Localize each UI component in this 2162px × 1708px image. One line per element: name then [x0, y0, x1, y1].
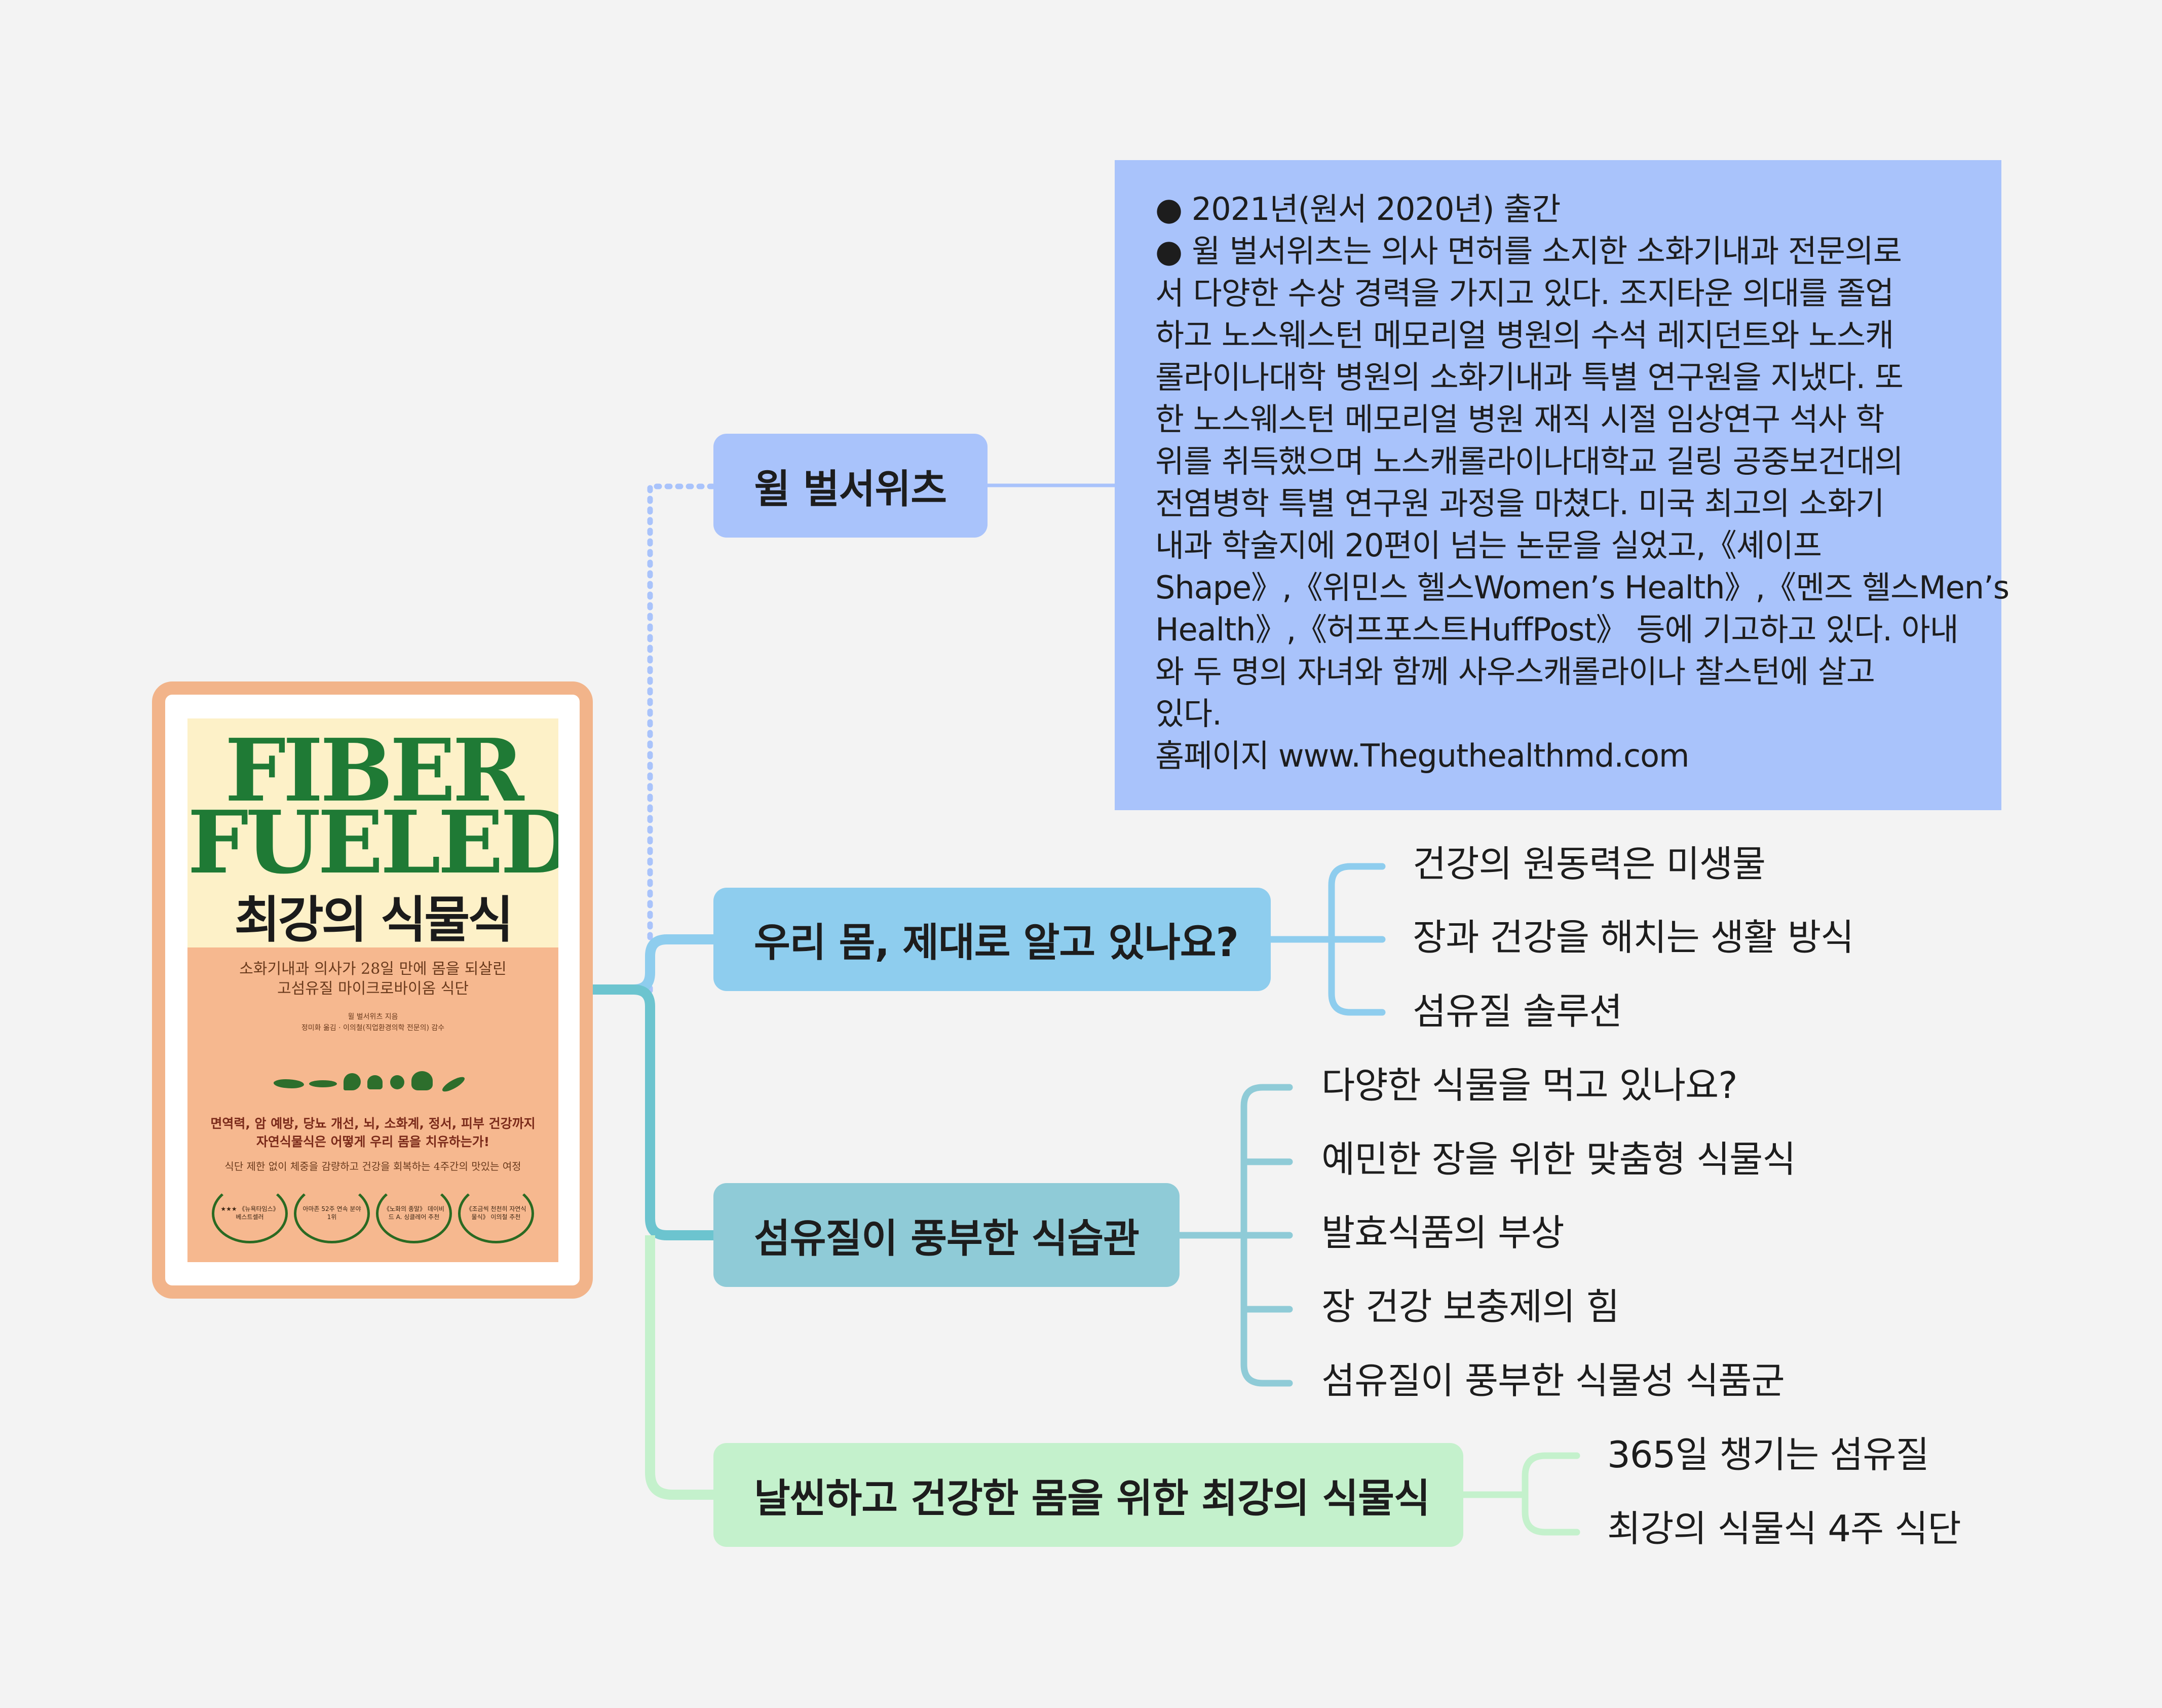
pea-icon: [390, 1075, 404, 1089]
info-line: 홈페이지 www.Theguthealthmd.com: [1155, 737, 1689, 774]
avocado-icon: [344, 1073, 361, 1090]
cucumber-icon: [440, 1074, 467, 1094]
info-line: 위를 취득했으며 노스캐롤라이나대학교 길링 공중보건대의: [1155, 443, 1904, 480]
diet-connector: [645, 1235, 713, 1500]
subtopic-item[interactable]: 섬유질이 풍부한 식물성 식품군: [1321, 1359, 1785, 1402]
trunk-connector: [593, 934, 713, 995]
subtopic-item[interactable]: 건강의 원동력은 미생물: [1413, 843, 1766, 885]
topic-fiber[interactable]: 섬유질이 풍부한 식습관: [713, 1183, 1180, 1287]
cover-author-line: 윌 벌서위츠 지음: [348, 1013, 398, 1021]
cover-tagline: 식단 제한 없이 체중을 감량하고 건강을 회복하는 4주간의 맛있는 여정: [224, 1160, 521, 1172]
fiber-connector: [593, 984, 713, 1240]
laurel-badge: 아마존 52주 연속 분야 1위: [294, 1184, 370, 1243]
info-line: Shape》,《위민스 헬스Women’s Health》,《멘즈 헬스Men’…: [1155, 569, 2009, 606]
subtopic-item[interactable]: 섬유질 솔루션: [1413, 990, 1622, 1033]
topic-author[interactable]: 윌 벌서위츠: [713, 434, 988, 538]
laurel-badge: ★★★ 《뉴욕타임스》 베스트셀러: [212, 1184, 288, 1243]
subtopic-item[interactable]: 장과 건강을 해치는 생활 방식: [1413, 916, 1854, 959]
fiber-children-connector: [1176, 1084, 1293, 1387]
bean-icon: [309, 1080, 337, 1087]
subtopic-item[interactable]: 발효식품의 부상: [1321, 1211, 1565, 1254]
book-cover-image: FIBER FUELED 최강의 식물식 소화기내과 의사가 28일 만에 몸을…: [187, 718, 558, 1262]
info-line: 한 노스웨스턴 메모리얼 병원 재직 시절 임상연구 석사 학: [1155, 401, 1885, 438]
subtopic-item[interactable]: 장 건강 보충제의 힘: [1321, 1285, 1620, 1328]
vegetable-icons: [274, 1068, 476, 1098]
broccoli-icon: [411, 1071, 433, 1090]
laurel-badge: 《조금씩 천천히 자연식물식》 이의철 추천: [458, 1184, 534, 1243]
info-line: ● 윌 벌서위츠는 의사 면허를 소지한 소화기내과 전문의로: [1155, 233, 1902, 270]
subtopic-item[interactable]: 365일 챙기는 섬유질: [1607, 1433, 1929, 1476]
pepper-icon: [274, 1079, 304, 1088]
info-line: ● 2021년(원서 2020년) 출간: [1155, 191, 1561, 227]
cover-author: 윌 벌서위츠 지음 정미화 옮김 · 이의철(직업환경의학 전문의) 감수: [187, 1011, 558, 1034]
subtopic-item[interactable]: 다양한 식물을 먹고 있나요?: [1321, 1064, 1738, 1107]
cover-title-line-2: FUELED: [187, 792, 558, 893]
topic-body[interactable]: 우리 몸, 제대로 알고 있나요?: [713, 888, 1271, 991]
laurel-badge: 《노화의 종말》 데이비드 A. 싱클레어 추천: [376, 1184, 452, 1243]
author-dotted-connector: [647, 483, 716, 994]
info-line: 있다.: [1155, 695, 1222, 732]
cover-subtitle-line: 소화기내과 의사가 28일 만에 몸을 되살린: [239, 960, 507, 978]
cover-subtitle: 소화기내과 의사가 28일 만에 몸을 되살린 고섬유질 마이크로바이옴 식단: [208, 959, 538, 999]
body-children-connector: [1267, 863, 1386, 1016]
info-line: 와 두 명의 자녀와 함께 사우스캐롤라이나 찰스턴에 살고: [1155, 653, 1875, 690]
info-line: 하고 노스웨스턴 메모리얼 병원의 수석 레지던트와 노스캐: [1155, 317, 1894, 354]
diet-children-connector: [1460, 1452, 1580, 1536]
cover-subtitle-line: 고섬유질 마이크로바이옴 식단: [277, 980, 469, 998]
topic-diet[interactable]: 날씬하고 건강한 몸을 위한 최강의 식물식: [713, 1443, 1463, 1547]
cover-promo-line: 면역력, 암 예방, 당뇨 개선, 뇌, 소화계, 정서, 피부 건강까지: [210, 1116, 536, 1131]
info-line: Health》,《허프포스트HuffPost》 등에 기고하고 있다. 아내: [1155, 611, 1959, 648]
mushroom-icon: [367, 1075, 383, 1089]
subtopic-item[interactable]: 예민한 장을 위한 맞춤형 식물식: [1321, 1138, 1796, 1181]
info-line: 롤라이나대학 병원의 소화기내과 특별 연구원을 지냈다. 또: [1155, 359, 1904, 396]
info-line: 전염병학 특별 연구원 과정을 마쳤다. 미국 최고의 소화기: [1155, 485, 1885, 522]
cover-promo: 면역력, 암 예방, 당뇨 개선, 뇌, 소화계, 정서, 피부 건강까지 자연…: [198, 1115, 548, 1152]
author-info-callout[interactable]: ● 2021년(원서 2020년) 출간 ● 윌 벌서위츠는 의사 면허를 소지…: [1115, 160, 2009, 810]
cover-translator-line: 정미화 옮김 · 이의철(직업환경의학 전문의) 감수: [301, 1024, 445, 1033]
info-line: 내과 학술지에 20편이 넘는 논문을 실었고,《셰이프: [1155, 527, 1822, 564]
subtopic-item[interactable]: 최강의 식물식 4주 식단: [1607, 1507, 1961, 1550]
info-line: 서 다양한 수상 경력을 가지고 있다. 조지타운 의대를 졸업: [1155, 275, 1894, 312]
cover-title-line-1: FIBER: [224, 720, 524, 821]
cover-korean-title: 최강의 식물식: [234, 891, 513, 949]
cover-top-band: [187, 718, 558, 947]
cover-promo-line: 자연식물식은 어떻게 우리 몸을 치유하는가!: [256, 1134, 490, 1150]
